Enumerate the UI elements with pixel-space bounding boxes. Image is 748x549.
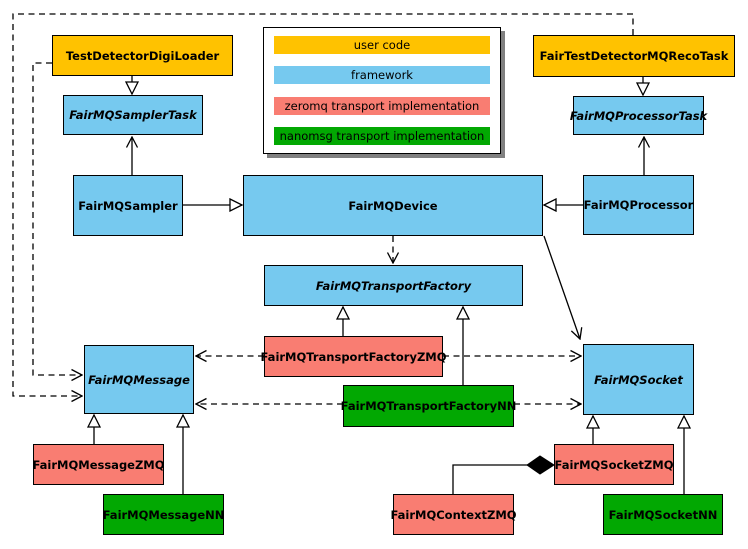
class-box-fairmqsocket: FairMQSocket xyxy=(583,344,694,415)
class-box-fairmqsampler: FairMQSampler xyxy=(73,175,183,236)
class-box-fairmqprocessortask: FairMQProcessorTask xyxy=(570,96,707,135)
class-box-fairmqdevice: FairMQDevice xyxy=(243,175,543,236)
edge-recotask-depends-message xyxy=(12,13,634,396)
class-box-fairmqtransportfactory: FairMQTransportFactory xyxy=(264,265,523,306)
class-box-fairmqmessagezmq: FairMQMessageZMQ xyxy=(32,444,165,485)
legend-swatch-nanomsg: nanomsg transport implementation xyxy=(274,126,490,145)
legend-swatch-zeromq: zeromq transport implementation xyxy=(274,96,490,115)
legend-swatch-framework: framework xyxy=(274,66,490,85)
class-box-fairmqsocketzmq: FairMQSocketZMQ xyxy=(554,444,674,485)
class-box-fairmqsocketnn: FairMQSocketNN xyxy=(603,494,723,535)
class-box-fairmqtransportfactoryzmq: FairMQTransportFactoryZMQ xyxy=(261,336,447,377)
class-box-fairmqmessage: FairMQMessage xyxy=(84,345,194,414)
class-box-fairmqsamplertask: FairMQSamplerTask xyxy=(63,95,203,135)
edge-contextzmq-composes-socketzmq xyxy=(452,464,528,494)
legend: user code framework zeromq transport imp… xyxy=(263,27,501,154)
class-box-fairmqcontextzmq: FairMQContextZMQ xyxy=(390,494,517,535)
edge-device-uses-socket xyxy=(543,235,580,339)
class-box-fairmqprocessor: FairMQProcessor xyxy=(583,175,694,235)
class-box-testdetectordigiloader: TestDetectorDigiLoader xyxy=(52,35,233,76)
class-box-fairtestdetectormqrecotask: FairTestDetectorMQRecoTask xyxy=(533,35,735,77)
composition-diamond-icon xyxy=(526,455,555,475)
class-box-fairmqtransportfactorynn: FairMQTransportFactoryNN xyxy=(341,385,516,427)
class-box-fairmqmessagenn: FairMQMessageNN xyxy=(103,494,224,535)
legend-swatch-user-code: user code xyxy=(274,36,490,54)
